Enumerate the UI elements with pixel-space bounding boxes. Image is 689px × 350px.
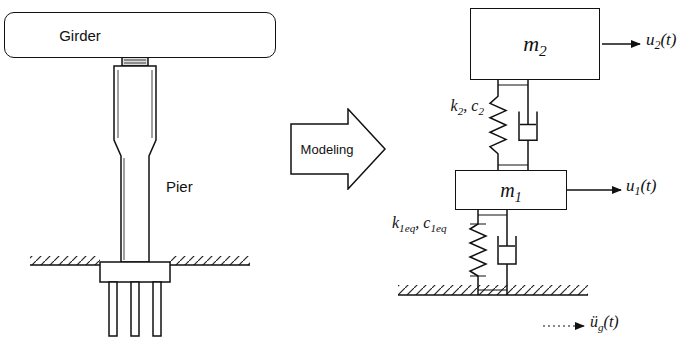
modeling-arrow: Modeling: [290, 108, 386, 190]
node-text: m2: [523, 31, 547, 57]
ground-spring-damper: [470, 210, 516, 295]
node-text: m1: [500, 179, 521, 202]
spring-damper: [490, 80, 537, 170]
node-text: Girder: [59, 27, 101, 44]
spring-damper-label: k1eq, c1eq: [392, 214, 447, 232]
displacement-label: u2(t): [646, 30, 677, 50]
girder-box: Girder: [4, 12, 276, 58]
node-text: Modeling: [301, 142, 354, 157]
ground-left: [30, 256, 250, 265]
mass-box: m1: [455, 170, 567, 210]
mass-box: m2: [470, 8, 600, 80]
ground-accel-label: üg(t): [590, 313, 619, 331]
pier-drawing: [100, 57, 170, 336]
displacement-label: u1(t): [626, 176, 657, 196]
spring-damper-label: k2, c2: [451, 97, 484, 115]
part-label: Pier: [166, 178, 193, 195]
